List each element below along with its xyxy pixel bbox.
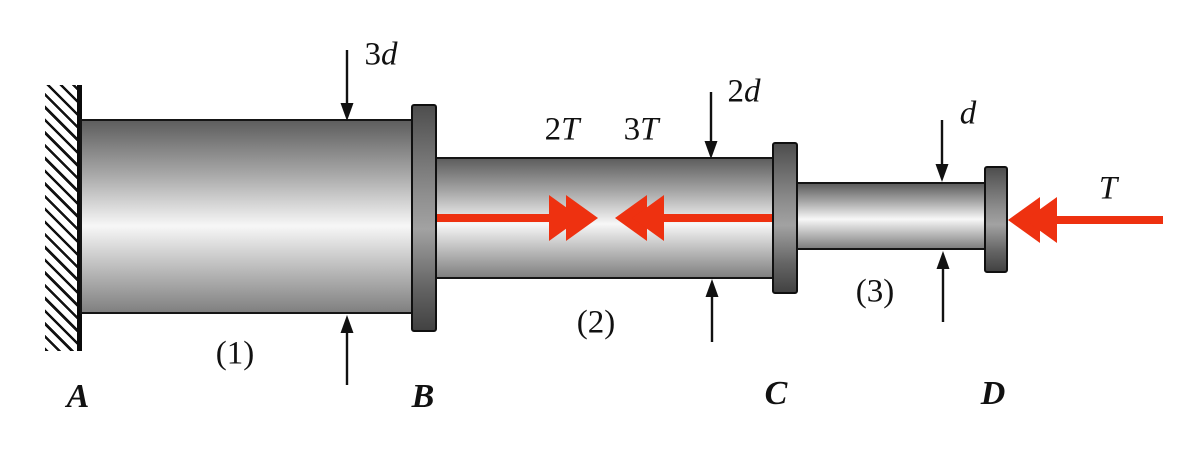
torque-t-variable: T bbox=[1098, 170, 1118, 207]
dimension-arrow-d bbox=[935, 120, 949, 182]
collar-c bbox=[772, 142, 798, 294]
torque-arrow-t bbox=[1008, 197, 1163, 243]
point-label-b: B bbox=[411, 378, 435, 415]
fixed-wall-hatching bbox=[45, 85, 78, 351]
point-label-c: C bbox=[764, 375, 788, 412]
segment-1-label: (1) bbox=[215, 335, 255, 372]
torque-2t-variable: T bbox=[561, 111, 580, 148]
dim-3d-variable: d bbox=[381, 36, 398, 73]
dimension-arrow-3d-lower bbox=[340, 315, 354, 385]
dimension-arrow-2d-lower bbox=[705, 279, 719, 342]
dim-d-variable: d bbox=[959, 95, 977, 132]
dim-2d-variable: d bbox=[744, 73, 761, 110]
dimension-arrow-3d bbox=[340, 50, 354, 121]
torque-3t-number: 3 bbox=[623, 111, 641, 148]
segment-2-label: (2) bbox=[576, 304, 616, 341]
dim-2d-number: 2 bbox=[727, 73, 745, 110]
dim-label-3d: 3d bbox=[364, 36, 398, 73]
shaft-segment-3 bbox=[790, 182, 990, 250]
dimension-arrow-d-lower bbox=[936, 251, 950, 322]
dim-3d-number: 3 bbox=[364, 36, 382, 73]
dimension-arrow-2d bbox=[704, 92, 718, 159]
dim-label-d: d bbox=[959, 95, 977, 132]
torque-label-3t: 3T bbox=[623, 111, 659, 148]
point-label-d: D bbox=[980, 375, 1006, 412]
fixed-wall-edge bbox=[77, 85, 82, 351]
dim-label-2d: 2d bbox=[727, 73, 761, 110]
end-cap-d bbox=[984, 166, 1008, 273]
collar-b bbox=[411, 104, 437, 332]
shaft-segment-2 bbox=[428, 157, 776, 279]
torque-label-t: T bbox=[1098, 170, 1118, 207]
torque-2t-number: 2 bbox=[544, 111, 562, 148]
torque-3t-variable: T bbox=[640, 111, 659, 148]
shaft-segment-1 bbox=[80, 119, 415, 314]
segment-3-label: (3) bbox=[855, 273, 895, 310]
torque-label-2t: 2T bbox=[544, 111, 580, 148]
point-label-a: A bbox=[66, 378, 90, 415]
